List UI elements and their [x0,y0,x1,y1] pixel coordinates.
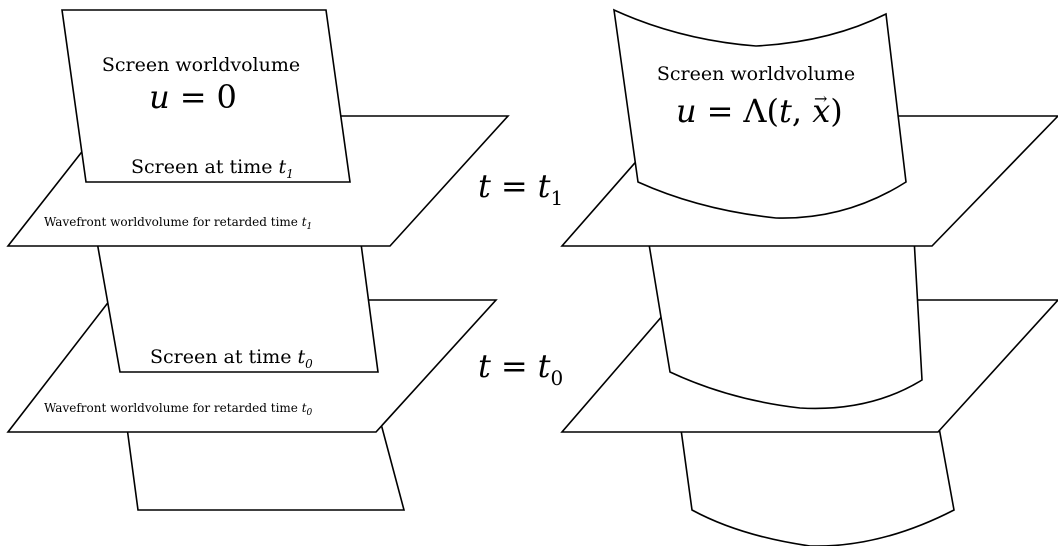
screen-t0-text: Screen at time [150,346,298,368]
left-wavefront-t1-label: Wavefront worldvolume for retarded time … [44,215,312,232]
wavefront-t0-var: t [302,401,307,415]
screen-t0-sub: 0 [305,357,313,371]
left-eq-op: = [180,78,207,116]
right-screen-worldvolume [613,8,907,219]
left-screen-worldvolume [61,9,351,183]
right-screen-equation: u=Λ(t, x) → [676,89,843,130]
screen-t1-text: Screen at time [131,156,279,178]
vector-arrow-icon: → [814,89,827,108]
wavefront-t0-text: Wavefront worldvolume for retarded time [44,401,302,415]
time-t0-label: t=t0 [478,347,563,390]
time-labels: t=t1 t=t0 [478,167,563,390]
right-screen-title: Screen worldvolume [657,63,855,85]
right-diagram: Screen worldvolume u=Λ(t, x) → [560,8,1058,546]
left-screen-equation: u = 0 [149,78,237,116]
right-screen-bottom-segment [679,421,955,546]
right-screen-middle-segment [647,237,923,410]
screen-t0-var: t [298,346,306,368]
screen-t1-sub: 1 [286,167,294,181]
left-screen-title: Screen worldvolume [102,54,300,76]
left-screen-bottom-segment [125,419,406,511]
wavefront-t0-sub: 0 [307,408,313,418]
left-wavefront-t0-label: Wavefront worldvolume for retarded time … [44,401,313,418]
wavefront-t1-text: Wavefront worldvolume for retarded time [44,215,302,229]
screen-t1-var: t [279,156,287,178]
left-eq-rhs: 0 [217,78,237,116]
left-eq-lhs: u [149,78,170,116]
left-screen-t0-label: Screen at time t0 [150,346,313,371]
wavefront-t1-sub: 1 [307,222,313,232]
svg-text:u=Λ(t, x): u=Λ(t, x) [676,92,843,130]
time-t1-label: t=t1 [478,167,563,210]
wavefront-t1-var: t [302,215,307,229]
left-diagram: Screen worldvolume u=0 Screen at time t1… [6,9,510,511]
left-screen-t1-label: Screen at time t1 [131,156,294,181]
